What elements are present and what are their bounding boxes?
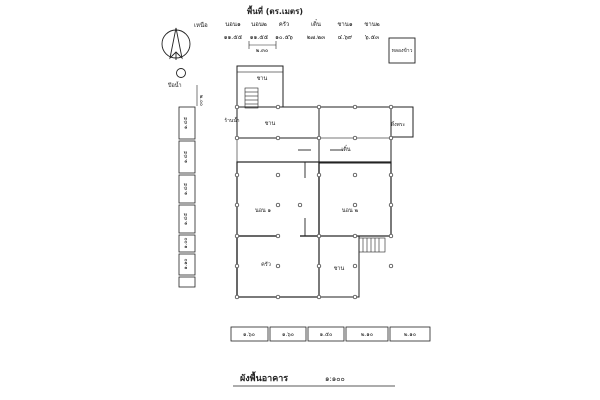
left-dimension: ๑.๔๕ [183, 183, 189, 196]
room-label-bedroom2: นอน ๒ [342, 208, 359, 214]
bottom-dimension: ๑.๖๐ [282, 332, 294, 338]
bottom-dimension: ๒.๑๐ [361, 332, 373, 338]
water-jar-label: ปีอน้ำ [167, 81, 182, 89]
room-label-porch-main: ชาน [265, 120, 276, 127]
granary-box [388, 37, 416, 64]
area-value: ๒๗.๒๓ [307, 34, 325, 41]
area-table: พื้นที่ (ตร.เมตร) นอน๑ นอน๒ ครัว เติ๋น ช… [224, 5, 380, 41]
north-label: เหนือ [194, 21, 208, 29]
bottom-dimension: ๒.๑๐ [404, 332, 416, 338]
room-label-water-shelf: ร้านน้ำ [224, 115, 240, 124]
area-value: ๔.๖๙ [338, 34, 353, 41]
room-label-bedroom1: นอน ๑ [255, 208, 271, 214]
left-dimension: ๑.๔๕ [183, 117, 189, 130]
area-header: เติ๋น [311, 19, 321, 28]
left-small-dimension: ๒.๐๐ [198, 95, 204, 106]
area-value: ๑๐.๕๖ [275, 34, 293, 41]
room-label-porch-top: ชาน [257, 75, 268, 82]
water-jar-icon [176, 68, 186, 78]
room-label-living: เติ๋น [341, 145, 350, 153]
area-table-title: พื้นที่ (ตร.เมตร) [247, 5, 303, 16]
area-value: ๖.๕๓ [365, 34, 379, 41]
north-arrow-icon [161, 27, 191, 60]
area-header: นอน๒ [251, 21, 267, 28]
left-dimension: ๑.๐๐ [183, 238, 189, 249]
bottom-dimension-row [230, 326, 431, 342]
left-dimension: ๑.๔๕ [183, 151, 189, 164]
room-label-porch-lower: ชาน [334, 265, 345, 272]
bottom-dimension: ๑.๖๐ [243, 332, 255, 338]
room-label-hearth: หิ้งพระ [391, 119, 406, 128]
area-header: ชาน๑ [337, 21, 353, 28]
footer-title: ผังพื้นอาคาร [240, 371, 288, 384]
footer-scale: ๑:๑๐๐ [325, 375, 345, 383]
granary-label: หลองข้าว [392, 47, 413, 54]
area-value: ๑๑.๕๕ [224, 34, 243, 41]
area-header: นอน๑ [225, 21, 241, 28]
area-header: ครัว [279, 21, 290, 28]
room-label-kitchen: ครัว [261, 261, 271, 268]
bottom-dimension: ๑.๕๐ [320, 332, 333, 338]
left-dimension: ๑.๑๐ [183, 259, 189, 270]
left-dimension: ๑.๔๕ [183, 213, 189, 226]
post-markers [234, 104, 394, 300]
left-dimension-column [178, 106, 196, 288]
top-dimension: ๒.๓๐ [256, 48, 269, 54]
area-header: ชาน๒ [364, 21, 380, 28]
area-value: ๑๑.๕๕ [250, 34, 269, 41]
